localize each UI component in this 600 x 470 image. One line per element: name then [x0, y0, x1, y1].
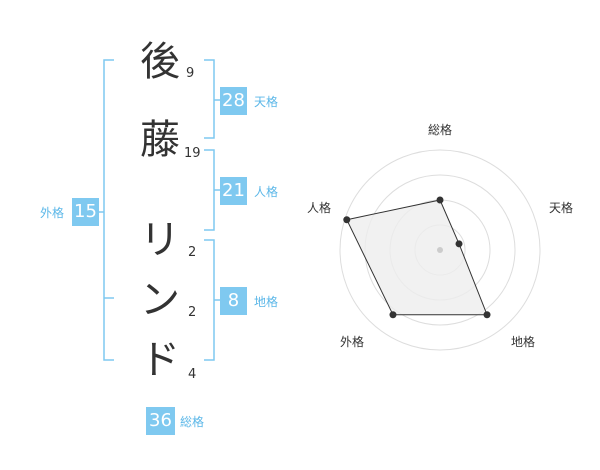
radar-label-gaikaku: 外格	[340, 335, 365, 349]
radar-point-1	[436, 196, 444, 204]
radar-point-4	[389, 311, 397, 319]
name-char-5: ド	[140, 337, 180, 383]
radar-label-soukaku: 総格	[428, 123, 453, 137]
chikaku-badge: 8	[220, 287, 247, 315]
gaikaku-badge: 15	[72, 198, 99, 226]
soukaku-label: 総格	[180, 415, 205, 429]
radar-point-3	[483, 311, 491, 319]
radar-label-jinkaku: 人格	[307, 201, 332, 215]
chikaku-label: 地格	[254, 295, 279, 309]
stroke-count-1: 9	[186, 66, 195, 81]
radar-point-2	[455, 240, 463, 248]
name-char-2: 藤	[140, 117, 180, 163]
radar-point-5	[343, 216, 351, 224]
name-char-4: ン	[140, 277, 180, 323]
radar-ring-4	[339, 149, 541, 351]
name-char-1: 後	[140, 39, 180, 85]
radar-polygon	[346, 199, 488, 316]
radar-label-tenkaku: 天格	[549, 201, 574, 215]
radar-center-dot	[437, 247, 443, 253]
jinkaku-label: 人格	[254, 185, 279, 199]
name-char-3: リ	[140, 217, 180, 263]
jinkaku-badge: 21	[220, 177, 247, 205]
stroke-count-3: 2	[188, 245, 197, 260]
stroke-count-2: 19	[184, 146, 201, 161]
gaikaku-label: 外格	[40, 206, 65, 220]
tenkaku-badge: 28	[220, 87, 247, 115]
stroke-count-4: 2	[188, 305, 197, 320]
soukaku-badge: 36	[146, 407, 175, 435]
stroke-count-5: 4	[188, 367, 197, 382]
radar-label-chikaku: 地格	[511, 335, 536, 349]
tenkaku-label: 天格	[254, 95, 279, 109]
